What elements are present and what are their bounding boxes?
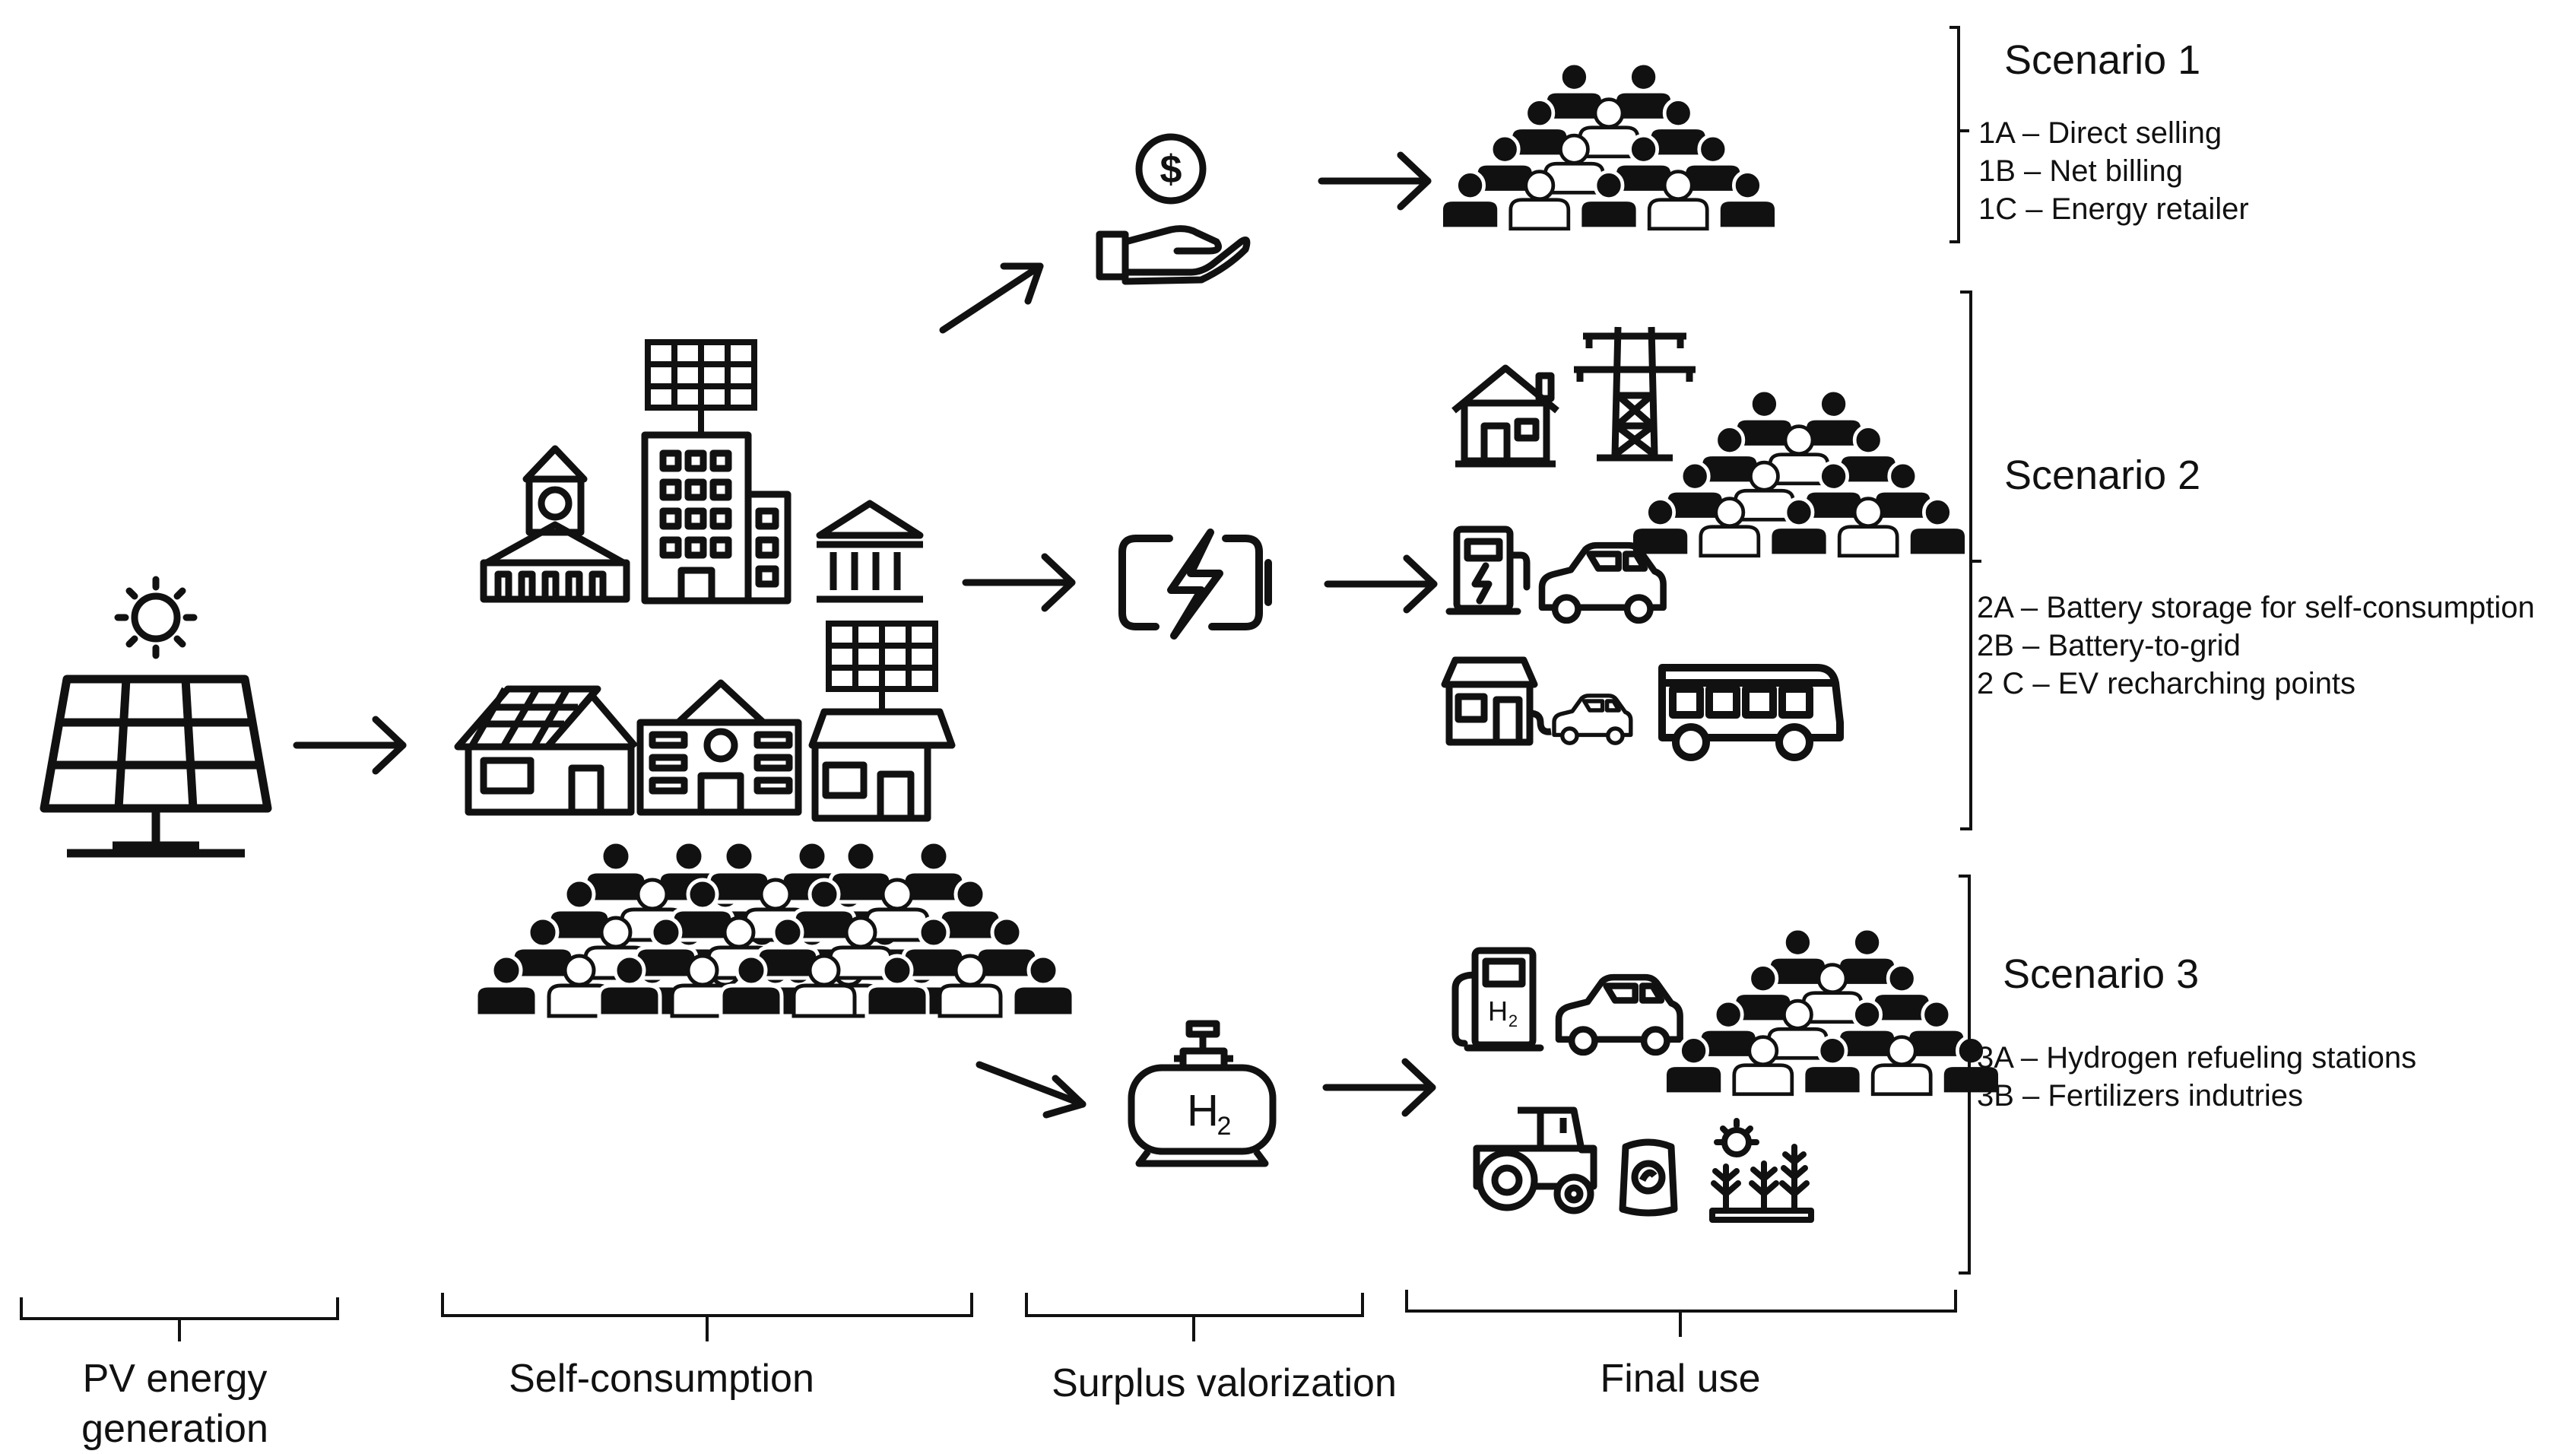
scenario-1-title: Scenario 1 xyxy=(2004,37,2201,83)
power-pylon-icon xyxy=(1574,326,1696,462)
scenario-1-item-1c: 1C – Energy retailer xyxy=(1978,192,2249,226)
stage-bracket-pv xyxy=(20,1297,339,1341)
community-crowd-icon xyxy=(1442,63,1777,229)
bank-icon xyxy=(816,500,924,603)
home-icon xyxy=(1451,364,1559,468)
stage-label-pv-line1: PV energy xyxy=(82,1357,268,1401)
community-crowd-icon xyxy=(476,842,1074,1016)
solar-panel-icon xyxy=(40,675,272,858)
scenario-2-title: Scenario 2 xyxy=(2004,452,2201,498)
svg-text:2: 2 xyxy=(1508,1011,1518,1030)
scenario-2-item-2a: 2A – Battery storage for self-consumptio… xyxy=(1977,591,2535,624)
car-icon xyxy=(1542,545,1664,621)
hydrogen-tank-icon: H 2 xyxy=(1128,1020,1277,1167)
battery-icon xyxy=(1118,529,1272,640)
car-icon xyxy=(1559,977,1680,1052)
shop-solar-icon xyxy=(808,624,956,822)
svg-text:2: 2 xyxy=(1217,1112,1232,1141)
stage-bracket-final xyxy=(1405,1290,1957,1337)
bus-icon xyxy=(1658,664,1844,761)
arrow-self-to-hydrogen xyxy=(976,1061,1087,1119)
stage-bracket-self xyxy=(441,1293,973,1341)
scenario-1-item-1a: 1A – Direct selling xyxy=(1978,116,2222,150)
hydrogen-pump-icon: H 2 xyxy=(1451,947,1544,1052)
house-ev-charging-icon xyxy=(1441,656,1631,746)
fertilizer-bag-icon xyxy=(1619,1138,1678,1217)
arrow-pv-to-self xyxy=(297,719,403,771)
scenario-2-item-2b: 2B – Battery-to-grid xyxy=(1977,629,2241,662)
scenario-1-bracket xyxy=(1949,26,1969,243)
city-hall-icon xyxy=(480,445,630,603)
svg-text:H: H xyxy=(1488,995,1508,1027)
sun-icon xyxy=(114,576,198,659)
community-crowd-icon xyxy=(1632,390,1967,556)
stage-label-final: Final use xyxy=(1600,1357,1761,1401)
stage-label-pv: PV energy generation xyxy=(61,1354,289,1454)
scenario-3-item-3b: 3B – Fertilizers indutries xyxy=(1977,1079,2304,1113)
stage-label-surplus: Surplus valorization xyxy=(1052,1361,1397,1405)
scenario-2-item-2c: 2 C – EV recharching points xyxy=(1977,667,2356,700)
arrow-self-to-battery xyxy=(966,557,1072,608)
stage-label-pv-line2: generation xyxy=(81,1407,268,1451)
arrow-battery-to-final xyxy=(1328,558,1434,610)
scenario-3-item-3a: 3A – Hydrogen refueling stations xyxy=(1977,1041,2417,1075)
stage-label-self: Self-consumption xyxy=(509,1357,814,1401)
scenario-3-bracket xyxy=(1959,875,1980,1275)
arrow-self-to-money xyxy=(939,262,1044,334)
svg-text:H: H xyxy=(1187,1086,1219,1135)
office-building-solar-icon xyxy=(641,342,792,605)
ev-charger-icon xyxy=(1445,525,1531,615)
house-solar-icon xyxy=(454,685,639,816)
school-icon xyxy=(636,679,802,816)
arrow-hydrogen-to-final xyxy=(1326,1062,1432,1113)
scenario-3-title: Scenario 3 xyxy=(2003,951,2200,997)
money-hand-icon: $ xyxy=(1096,133,1251,285)
scenario-1-item-1b: 1B – Net billing xyxy=(1978,154,2184,188)
stage-bracket-surplus xyxy=(1025,1293,1364,1341)
svg-text:$: $ xyxy=(1160,148,1182,192)
crops-icon xyxy=(1709,1118,1814,1223)
tractor-icon xyxy=(1473,1106,1597,1214)
community-crowd-icon xyxy=(1665,929,2000,1094)
arrow-money-to-final xyxy=(1321,155,1428,207)
scenario-2-bracket xyxy=(1960,290,1981,830)
